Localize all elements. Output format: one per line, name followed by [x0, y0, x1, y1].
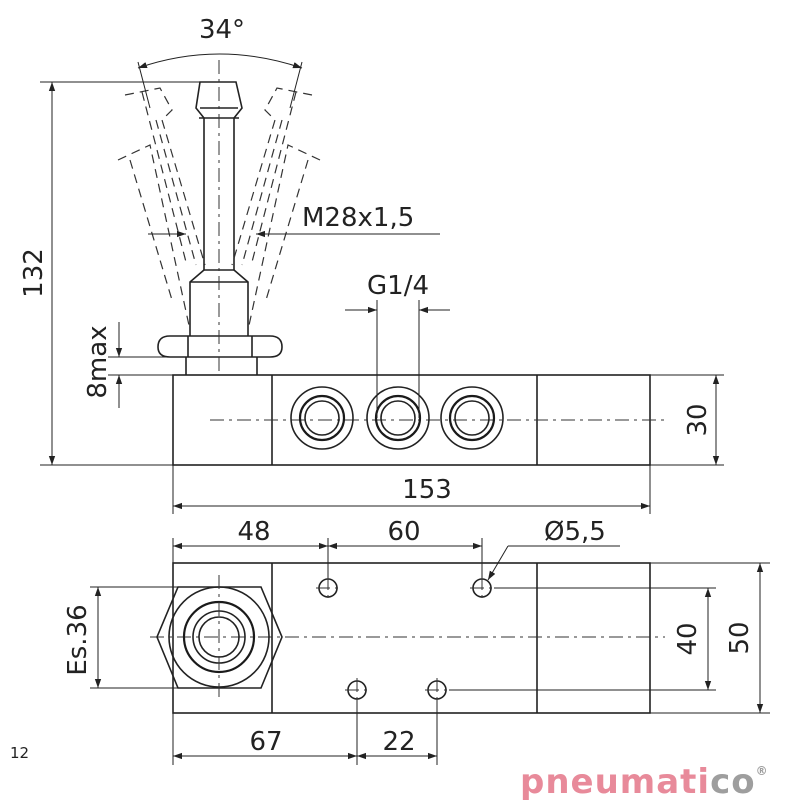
offset-b-label: 22 [382, 727, 415, 757]
angle-label: 34° [199, 15, 245, 45]
port-circles [290, 386, 504, 450]
brand-name-main: pneumati [520, 762, 710, 800]
hex-nut-plan [156, 575, 283, 700]
body-height-label: 30 [683, 403, 713, 436]
registered-mark: ® [756, 764, 769, 778]
nut-height-label: 8max [83, 325, 113, 398]
hole-pitch-label: 40 [673, 622, 703, 655]
brand-name-tail: co [710, 762, 756, 800]
svg-text:pneumatico®: pneumatico® [520, 762, 769, 800]
valve-body-plan [172, 562, 651, 714]
thread-label: M28x1,5 [302, 203, 414, 233]
port-thread-label: G1/4 [367, 271, 429, 301]
page-number: 12 [10, 744, 29, 762]
side-view: 34° 132 M28x1,5 G1/4 8max 30 153 [19, 15, 724, 514]
lever-handle [189, 60, 249, 372]
mounting-holes [316, 576, 494, 702]
hex-size-label: Es.36 [63, 604, 93, 675]
height-total-label: 132 [19, 248, 49, 298]
hex-nut-side [157, 335, 283, 375]
lever-alternate-positions [117, 87, 321, 331]
plan-view: 48 60 Ø5,5 Es.36 40 50 67 22 [63, 517, 770, 765]
hole-diameter-label: Ø5,5 [544, 517, 606, 547]
hole-spacing-b-label: 60 [387, 517, 420, 547]
offset-a-label: 67 [249, 727, 282, 757]
hole-spacing-a-label: 48 [237, 517, 270, 547]
brand-logo: pneumatico® [520, 762, 769, 800]
body-width-label: 50 [725, 621, 755, 654]
length-label: 153 [402, 475, 452, 505]
